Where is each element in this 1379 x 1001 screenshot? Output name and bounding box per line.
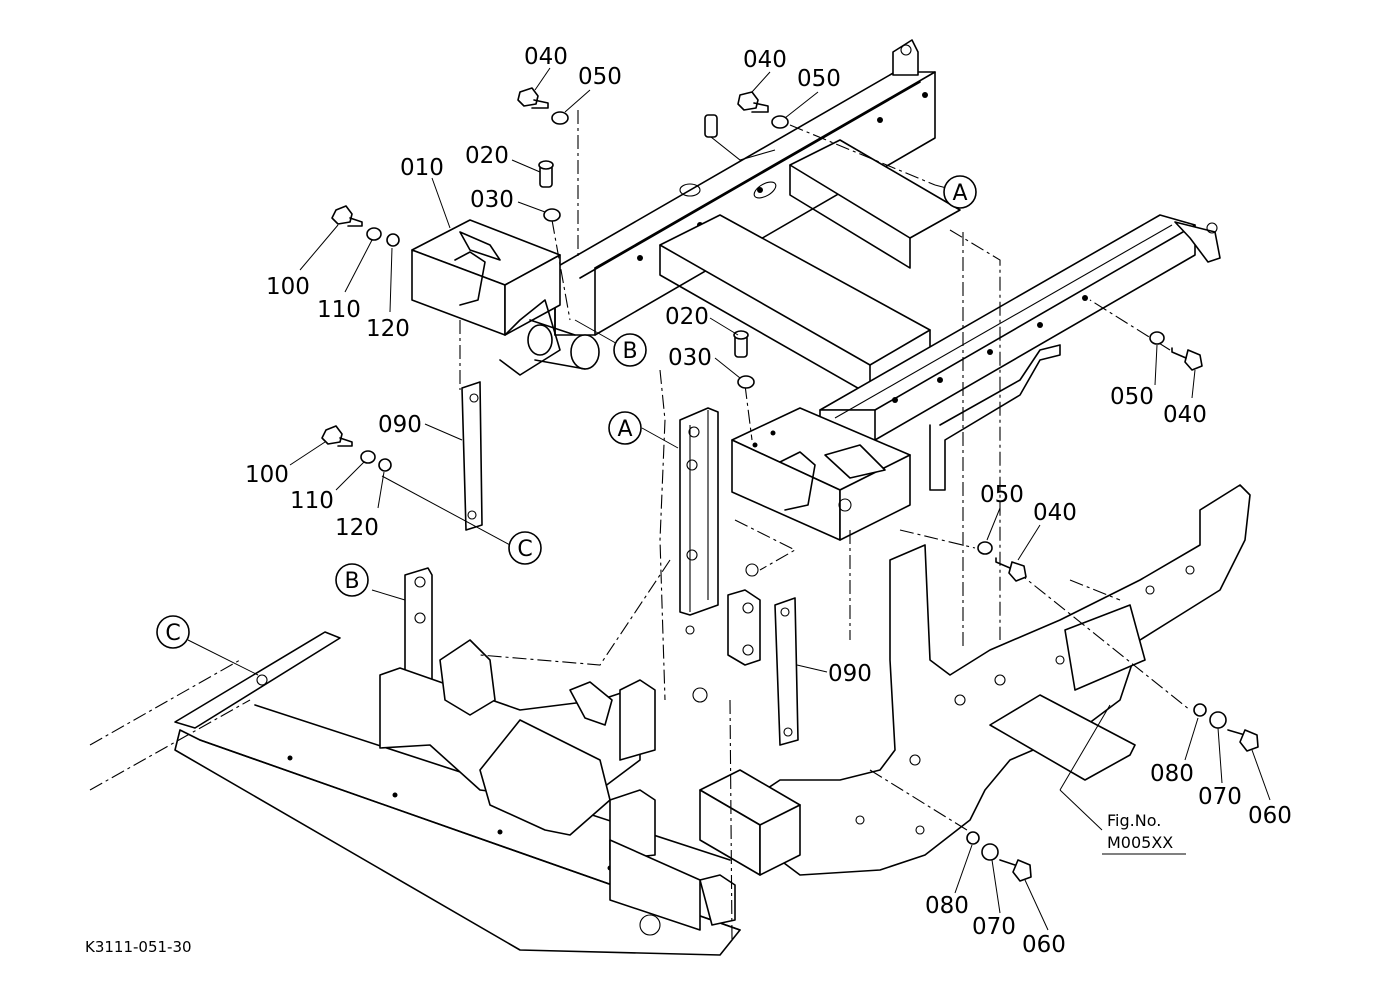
lock-washer-050-icon-right	[1149, 331, 1165, 345]
ref-marker-b-lower: B	[335, 563, 369, 597]
ref-marker-a-lower: A	[608, 411, 642, 445]
lock-washer-080-icon-bottom	[966, 831, 980, 845]
label-120-upper: 120	[366, 316, 410, 342]
lock-washer-050-icon-top-mid	[771, 115, 789, 129]
hardware-icons	[321, 87, 1259, 882]
support-bracket-left	[411, 219, 600, 376]
ref-marker-c-lower: C	[156, 615, 190, 649]
washer-110-icon-upper	[366, 227, 382, 241]
label-040-right: 040	[1163, 402, 1207, 428]
support-bracket-right	[731, 407, 911, 541]
label-080-right: 080	[1150, 761, 1194, 787]
bolt-060-icon-right	[1227, 729, 1259, 752]
ref-marker-b-upper: B	[613, 333, 647, 367]
stud-020-icon-lower	[733, 330, 749, 358]
upper-cross-member	[659, 114, 961, 396]
label-020-upper: 020	[465, 143, 509, 169]
reference-markers: A B A C B C	[156, 175, 977, 649]
vertical-stay-plates	[404, 407, 761, 703]
fig-ref-line1: Fig.No.	[1107, 811, 1161, 830]
svg-text:B: B	[344, 569, 359, 594]
bolt-060-icon-bottom	[999, 859, 1032, 882]
label-050-top-left: 050	[578, 64, 622, 90]
label-120-lower: 120	[335, 515, 379, 541]
upper-main-rail	[554, 39, 936, 336]
washer-070-icon-right	[1209, 711, 1227, 729]
label-040-top-mid: 040	[743, 47, 787, 73]
label-030-lower: 030	[668, 345, 712, 371]
part-labels: 040 050 040 050 020 010 030 100 110 120 …	[245, 44, 1292, 958]
label-110-upper: 110	[317, 297, 361, 323]
label-020-lower: 020	[665, 304, 709, 330]
fig-reference: Fig.No. M005XX	[1102, 811, 1186, 855]
label-040-top-left: 040	[524, 44, 568, 70]
bolt-040-icon-top-mid	[737, 91, 769, 113]
bolt-040-icon-top-left	[517, 87, 549, 109]
washer-110-icon-lower	[360, 450, 376, 464]
label-100-upper: 100	[266, 274, 310, 300]
label-070-bottom: 070	[972, 914, 1016, 940]
washer-030-icon-upper	[543, 208, 561, 222]
label-030-upper: 030	[470, 187, 514, 213]
fig-ref-line2: M005XX	[1107, 833, 1173, 852]
label-010: 010	[400, 155, 444, 181]
label-060-bottom: 060	[1022, 932, 1066, 958]
svg-text:B: B	[622, 339, 637, 364]
label-050-right: 050	[1110, 384, 1154, 410]
label-110-lower: 110	[290, 488, 334, 514]
washer-070-icon-bottom	[981, 843, 999, 861]
strap-plates	[461, 381, 799, 746]
label-100-lower: 100	[245, 462, 289, 488]
label-050-mid: 050	[980, 482, 1024, 508]
ref-marker-c-upper: C	[508, 531, 542, 565]
diagram-code: K3111-051-30	[85, 938, 192, 956]
label-040-mid: 040	[1033, 500, 1077, 526]
lower-main-frame	[174, 484, 1251, 956]
label-080-bottom: 080	[925, 893, 969, 919]
bolt-100-icon-upper	[331, 205, 363, 227]
lock-washer-120-icon-upper	[386, 233, 400, 247]
alignment-lines	[89, 110, 1191, 941]
bolt-100-icon-lower	[321, 425, 353, 447]
label-090-upper: 090	[378, 412, 422, 438]
label-090-lower: 090	[828, 661, 872, 687]
svg-text:C: C	[517, 537, 532, 562]
svg-text:A: A	[952, 181, 967, 206]
svg-text:A: A	[617, 417, 632, 442]
lock-washer-120-icon-lower	[378, 458, 392, 472]
lock-washer-050-icon-top-left	[551, 111, 569, 125]
label-070-right: 070	[1198, 784, 1242, 810]
ref-marker-a-upper: A	[943, 175, 977, 209]
bolt-040-icon-mid	[995, 557, 1027, 582]
bolt-040-icon-right	[1171, 347, 1203, 371]
lock-washer-080-icon-right	[1193, 703, 1207, 717]
frame-line-art	[89, 39, 1271, 956]
lock-washer-050-icon-mid	[977, 541, 993, 555]
label-060-right: 060	[1248, 803, 1292, 829]
washer-030-icon-lower	[737, 375, 755, 389]
stud-020-icon-upper	[538, 160, 554, 188]
svg-text:C: C	[165, 621, 180, 646]
label-050-top-mid: 050	[797, 66, 841, 92]
